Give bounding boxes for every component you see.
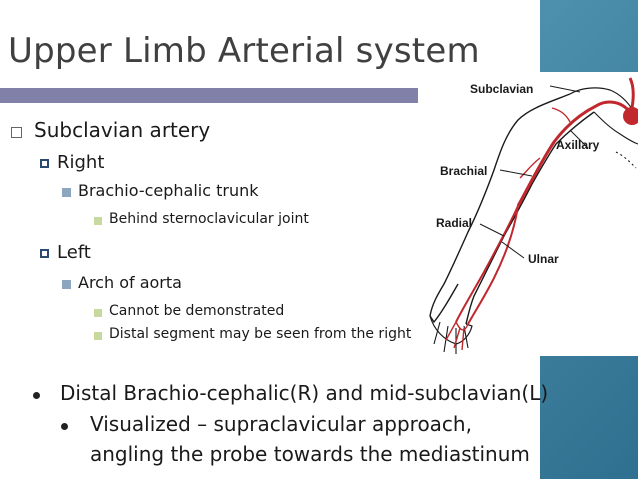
note-visualized: Visualized – supraclavicular approach, [90, 412, 472, 436]
arm-illustration [429, 77, 638, 354]
square-bullet-icon [94, 217, 102, 225]
hollow-square-bullet-icon [11, 127, 22, 138]
label-axillary: Axillary [556, 138, 600, 152]
outline-arch: Arch of aorta [78, 273, 182, 292]
arm-artery-figure: Subclavian Axillary Brachial Radial Ulna… [420, 72, 638, 356]
title-bar [0, 88, 418, 103]
square-bullet-icon [62, 280, 71, 289]
label-subclavian: Subclavian [470, 82, 534, 96]
outline-left: Left [57, 242, 91, 263]
note-distal: Distal Brachio-cephalic(R) and mid-subcl… [60, 381, 549, 405]
label-brachial: Brachial [440, 164, 488, 178]
square-bullet-icon [94, 332, 102, 340]
outline-right: Right [57, 152, 105, 173]
round-bullet-icon [33, 392, 40, 399]
round-bullet-icon [61, 423, 68, 430]
square-bullet-icon [40, 249, 49, 258]
outline-brachio: Brachio-cephalic trunk [78, 181, 259, 200]
note-angling: angling the probe towards the mediastinu… [90, 442, 530, 466]
square-bullet-icon [40, 159, 49, 168]
square-bullet-icon [94, 309, 102, 317]
slide-title: Upper Limb Arterial system [8, 31, 480, 71]
label-radial: Radial [436, 216, 473, 230]
outline-cannot: Cannot be demonstrated [109, 303, 285, 319]
outline-behind: Behind sternoclavicular joint [109, 211, 309, 227]
square-bullet-icon [62, 188, 71, 197]
outline-distal-segment: Distal segment may be seen from the righ… [109, 326, 412, 342]
label-ulnar: Ulnar [528, 252, 559, 266]
outline-subclavian: Subclavian artery [34, 118, 211, 142]
